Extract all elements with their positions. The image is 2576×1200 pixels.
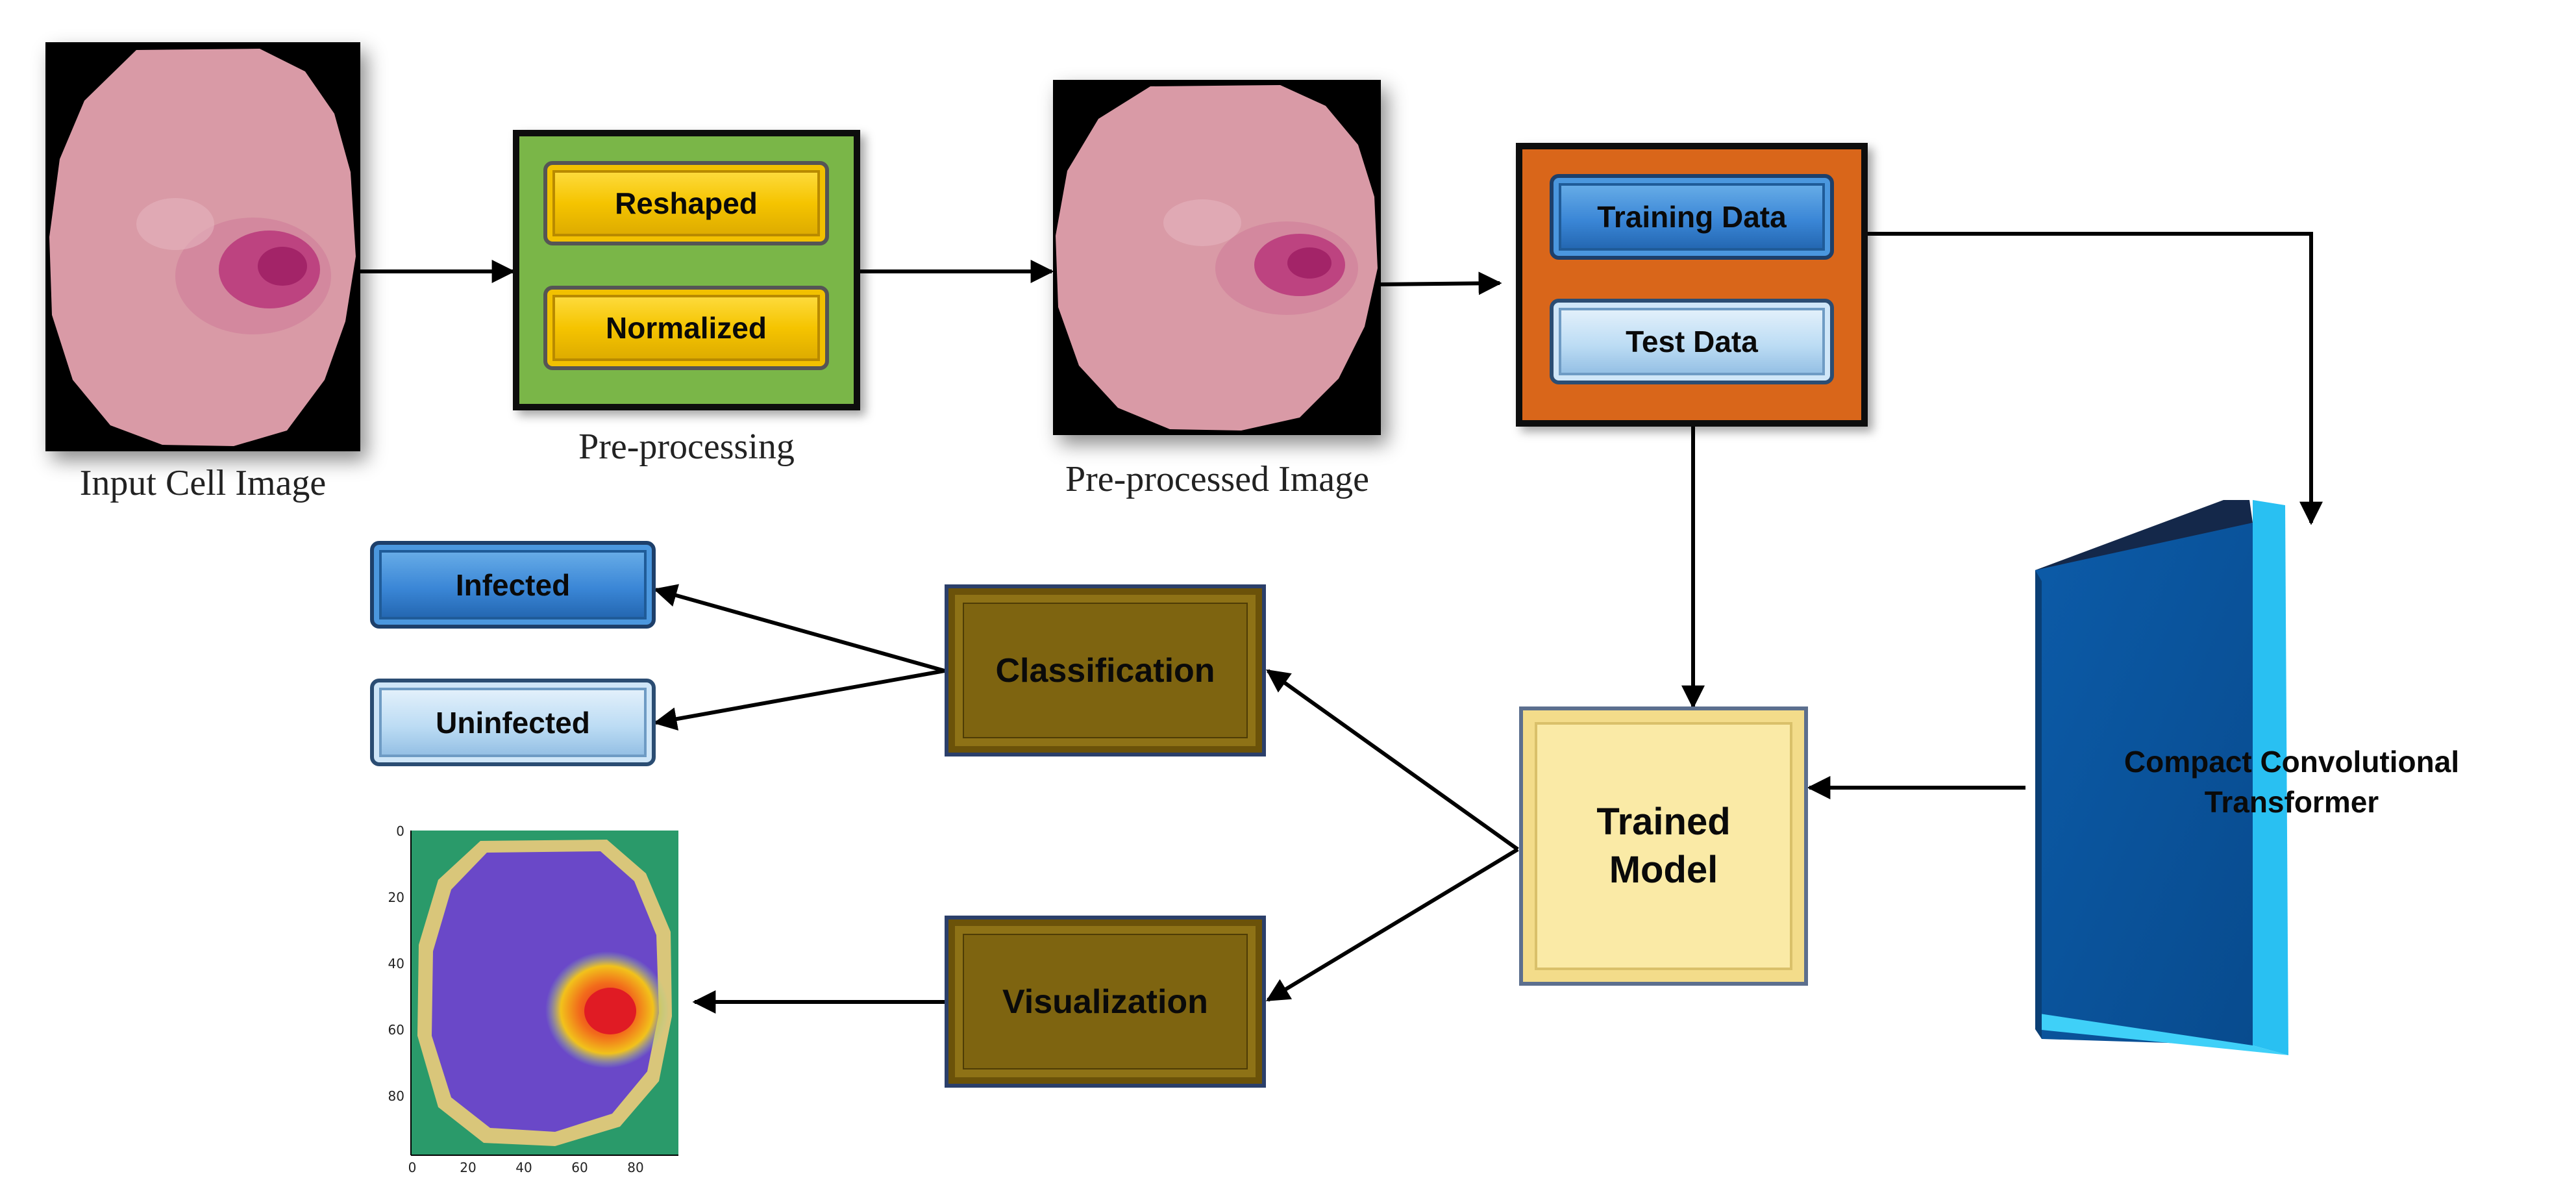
visualization-box: Visualization (945, 916, 1266, 1088)
y-tick-80: 80 (388, 1088, 404, 1104)
classification-box: Classification (945, 584, 1266, 756)
cct-label-line-1: Compact Convolutional (2124, 745, 2460, 779)
input-caption: Input Cell Image (79, 463, 327, 503)
trained-model-line-2: Model (1609, 849, 1718, 891)
cct-block (2035, 500, 2288, 1055)
x-tick-40: 40 (515, 1160, 532, 1175)
heatmap-visualization: 0 20 40 60 80 0 20 40 60 80 (388, 823, 678, 1175)
arrow-classification-to-uninfected (653, 669, 945, 731)
normalized-step: Normalized (543, 286, 829, 370)
y-tick-20: 20 (388, 890, 404, 905)
x-tick-80: 80 (627, 1160, 643, 1175)
heatmap-core (584, 988, 636, 1034)
y-tick-60: 60 (388, 1022, 404, 1038)
arrow-image-to-data-split (1379, 271, 1502, 295)
preprocessing-caption: Pre-processing (578, 427, 795, 467)
uninfected-output: Uninfected (370, 679, 656, 766)
arrow-trained-to-visualization (1265, 847, 1519, 1002)
y-tick-0: 0 (396, 823, 404, 839)
arrow-training-to-cct (1834, 232, 2323, 525)
reshaped-step: Reshaped (543, 161, 829, 245)
arrow-classification-to-infected (653, 584, 945, 673)
preprocessed-image (1053, 80, 1381, 435)
training-data-item: Training Data (1550, 174, 1834, 260)
input-cell-image (45, 42, 360, 451)
trained-model-box: Trained Model (1519, 706, 1808, 986)
preprocessed-caption: Pre-processed Image (1065, 459, 1369, 499)
cct-label: Compact Convolutional Transformer (2071, 742, 2512, 822)
y-tick-40: 40 (388, 956, 404, 971)
trained-model-line-1: Trained (1596, 800, 1731, 843)
infected-output: Infected (370, 541, 656, 629)
x-tick-20: 20 (460, 1160, 476, 1175)
x-tick-0: 0 (408, 1160, 417, 1175)
arrow-trained-to-classification (1266, 669, 1519, 851)
test-data-item: Test Data (1550, 299, 1834, 384)
cct-label-line-2: Transformer (2204, 785, 2379, 819)
x-tick-60: 60 (571, 1160, 588, 1175)
